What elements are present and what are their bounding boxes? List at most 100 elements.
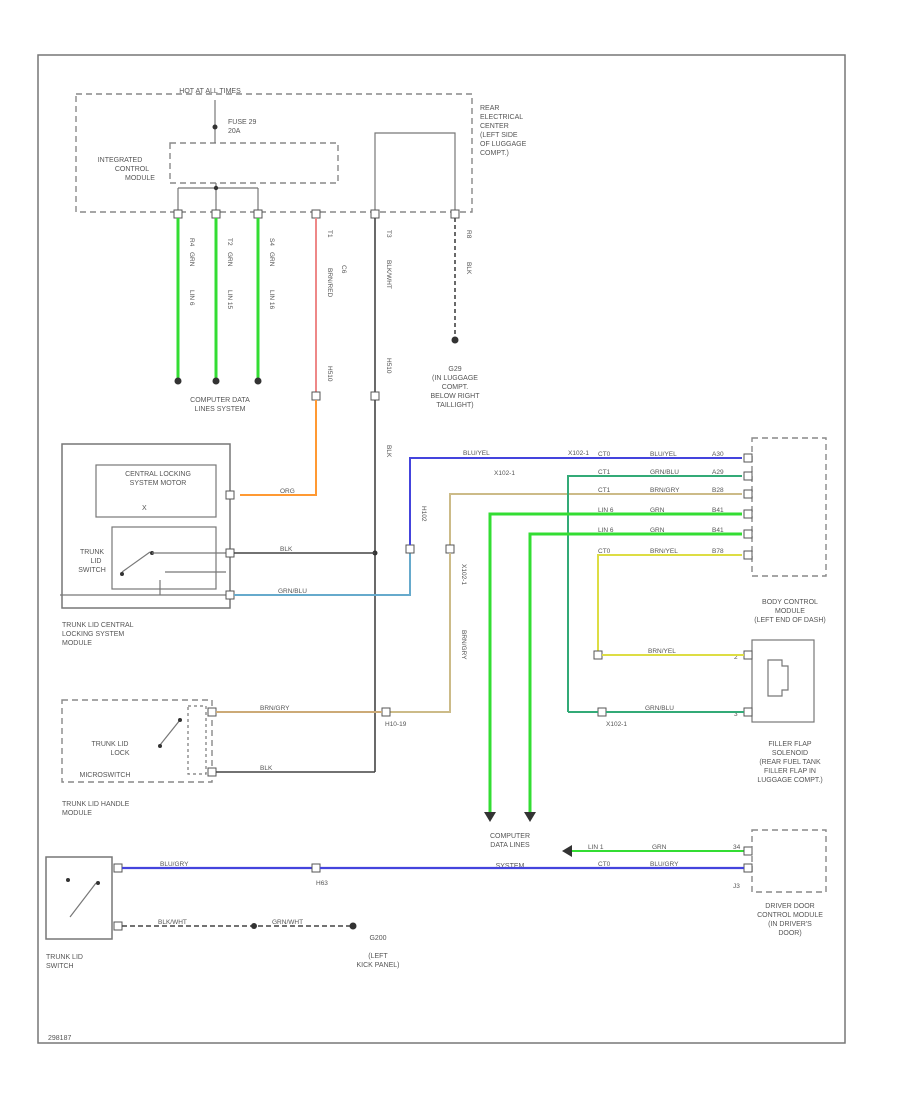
wire-blk-r8: BLK	[465, 262, 472, 275]
g29-label-3: COMPT.	[442, 384, 469, 391]
motor-label-1: CENTRAL LOCKING	[125, 471, 191, 478]
icm-pin-r4: R4	[188, 238, 195, 247]
wire-grn-2: GRN	[226, 252, 233, 267]
wire-blu-gry: BLU/GRY	[160, 861, 189, 868]
ddcm-label-4: DOOR)	[778, 930, 801, 937]
bcm-green-wires	[484, 475, 742, 822]
tl-module-label-1: TRUNK LID CENTRAL	[62, 622, 134, 629]
wire-blk-wht: BLK/WHT	[385, 260, 392, 289]
rec-label-4: (LEFT SIDE	[480, 132, 518, 139]
wire-brn-gry-handle: BRN/GRY	[260, 705, 290, 712]
wire-org: ORG	[280, 488, 295, 495]
wire-blk-wht-switch: BLK/WHT	[158, 919, 187, 926]
handle-lock-label-2: LOCK	[110, 750, 129, 757]
wire-grn-3: GRN	[268, 252, 275, 267]
bcm-circuit-1: CT0	[598, 451, 611, 458]
icm-pin-s4: S4	[268, 238, 275, 246]
wire-brn-red: BRN/RED	[326, 268, 333, 298]
rec-label-2: ELECTRICAL	[480, 114, 523, 121]
inner-switch-label-3: SWITCH	[78, 567, 106, 574]
hot-at-all-times-label: HOT AT ALL TIMES	[179, 88, 241, 95]
handle-lock-label-1: TRUNK LID	[92, 741, 129, 748]
icm-label-3: MODULE	[125, 175, 155, 182]
lin-wires-top	[174, 218, 262, 385]
conn-x102-1a: X102-1	[568, 450, 589, 457]
conn-h10-19: H10-19	[385, 721, 407, 728]
wire-brn-yel-filler: BRN/YEL	[648, 648, 676, 655]
conn-h63: H63	[316, 880, 328, 887]
top-connector-pins	[173, 209, 460, 219]
conn-x102-1c: X102-1	[494, 470, 515, 477]
conn-h510-a: H510	[326, 366, 333, 382]
rec-label-6: COMPT.)	[480, 150, 509, 157]
trunk-lid-handle-module	[61, 699, 217, 783]
bcm-pin-e: B41	[712, 527, 724, 534]
g29-label-2: (IN LUGGAGE	[432, 375, 478, 382]
filler-pin-2: 2	[734, 654, 738, 661]
wire-brn-gry-v: BRN/GRY	[460, 630, 467, 660]
ddcm-label-2: CONTROL MODULE	[757, 912, 823, 919]
bcm-pin-b: A29	[712, 469, 724, 476]
conn-x102-1d: X102-1	[606, 721, 627, 728]
rec-label-5: OF LUGGAGE	[480, 141, 527, 148]
bcm-pin-c: B28	[712, 487, 724, 494]
wire-blk-switch: BLK	[280, 546, 293, 553]
bcm-circuit-3: CT1	[598, 487, 611, 494]
filler-pin-3: 3	[734, 711, 738, 718]
bcm-label-2: MODULE	[775, 608, 805, 615]
wire-lin6: LIN 6	[188, 290, 195, 306]
rear-electrical-center: REAR ELECTRICAL CENTER (LEFT SIDE OF LUG…	[374, 105, 527, 212]
bcm-wire-5: GRN	[650, 527, 665, 534]
ddcm-pin-34: 34	[733, 844, 741, 851]
g29-ground	[451, 218, 459, 344]
wire-blk-h510: BLK	[385, 445, 392, 458]
tl-module-label-2: LOCKING SYSTEM	[62, 631, 124, 638]
wire-blu-yel: BLU/YEL	[463, 450, 490, 457]
wire-grn-1: GRN	[188, 252, 195, 267]
conn-h510-b: H510	[385, 358, 392, 374]
bcm-wire-1: BLU/YEL	[650, 451, 677, 458]
rec-label-1: REAR	[480, 105, 499, 112]
handle-module-label-2: MODULE	[62, 810, 92, 817]
fuse-rating: 20A	[228, 128, 241, 135]
bcm-label-1: BODY CONTROL	[762, 599, 818, 606]
bcm-circuit-4: LIN 6	[598, 507, 614, 514]
wire-ct0-ddcm: CT0	[598, 861, 611, 868]
bcm-wire-6: BRN/YEL	[650, 548, 678, 555]
icm-pin-t2: T2	[226, 238, 233, 246]
wire-grn-blu-filler: GRN/BLU	[645, 705, 674, 712]
wire-grn-ddcm: GRN	[652, 844, 667, 851]
motor-label-2: SYSTEM MOTOR	[130, 480, 187, 487]
driver-door-control-module	[743, 829, 827, 893]
wire-grn-blu: GRN/BLU	[278, 588, 307, 595]
cdls-bottom-label-3: SYSTEM	[496, 863, 525, 870]
ground-return-wire	[370, 218, 380, 772]
bcm-wire-2: GRN/BLU	[650, 469, 679, 476]
filler-label-2: SOLENOID	[772, 750, 808, 757]
diagram-frame	[37, 54, 846, 1044]
integrated-control-module: HOT AT ALL TIMES FUSE 29 20A INTEGRATED …	[75, 88, 473, 213]
conn-x102-1b: X102-1	[460, 564, 467, 585]
inner-switch-label-1: TRUNK	[80, 549, 104, 556]
wire-blu-gry-2: BLU/GRY	[650, 861, 679, 868]
fuse-label: FUSE 29	[228, 119, 257, 126]
handle-module-label-1: TRUNK LID HANDLE	[62, 801, 130, 808]
trunk-lid-switch	[45, 856, 123, 940]
ddcm-label-3: (IN DRIVER'S	[768, 921, 812, 928]
g29-label-4: BELOW RIGHT	[430, 393, 480, 400]
bcm-circuit-5: LIN 6	[598, 527, 614, 534]
ddcm-j3: J3	[733, 883, 740, 890]
filler-label-4: FILLER FLAP IN	[764, 768, 816, 775]
wire-blk-handle: BLK	[260, 765, 273, 772]
filler-label-3: (REAR FUEL TANK	[759, 759, 821, 766]
bcm-circuit-6: CT0	[598, 548, 611, 555]
filler-label-1: FILLER FLAP	[768, 741, 812, 748]
handle-lock-label-3: MICROSWITCH	[80, 772, 131, 779]
wire-lin15: LIN 15	[226, 290, 233, 310]
trunk-switch-signal-wire	[113, 863, 744, 873]
rec-label-3: CENTER	[480, 123, 509, 130]
inner-switch-label-2: LID	[91, 558, 102, 565]
bcm-pin-a: A30	[712, 451, 724, 458]
pin-t1: T1	[326, 230, 333, 238]
